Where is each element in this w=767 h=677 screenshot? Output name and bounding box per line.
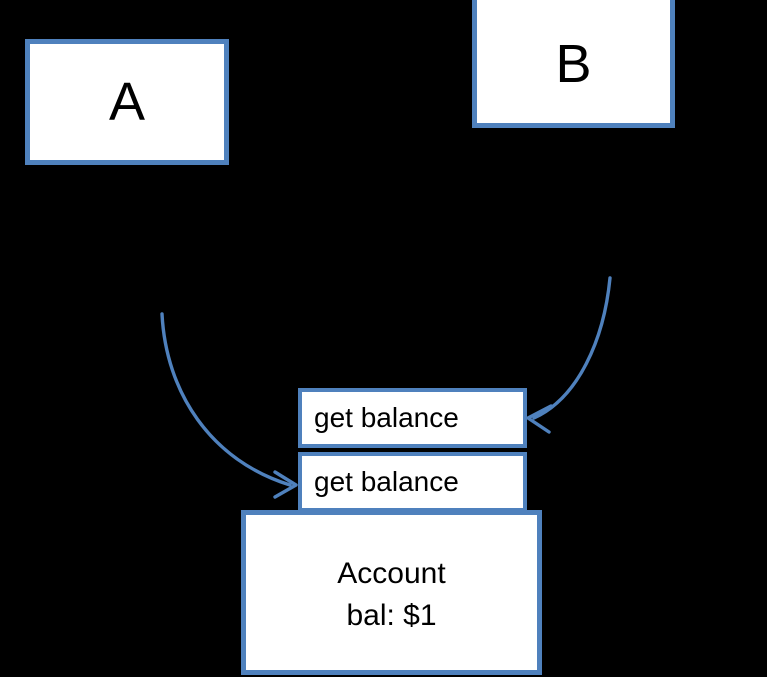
method-bar-get-balance-lower[interactable]: get balance	[298, 452, 527, 512]
node-box-b[interactable]: B	[472, 0, 675, 128]
method-bar-label: get balance	[314, 466, 459, 497]
method-bar-label: get balance	[314, 402, 459, 433]
node-box-a[interactable]: A	[25, 39, 229, 165]
arrowhead-left-icon	[526, 404, 553, 434]
arrow-b-to-upper-bar	[526, 276, 612, 434]
node-label-a: A	[108, 72, 146, 132]
node-box-account[interactable]: Account bal: $1	[241, 510, 542, 675]
arrowhead-right-icon	[273, 470, 298, 499]
method-bar-get-balance-upper[interactable]: get balance	[298, 388, 527, 448]
account-name: Account	[337, 557, 446, 590]
node-label-b: B	[555, 34, 592, 94]
arrow-a-to-lower-bar	[160, 312, 298, 499]
account-balance: bal: $1	[346, 598, 437, 632]
